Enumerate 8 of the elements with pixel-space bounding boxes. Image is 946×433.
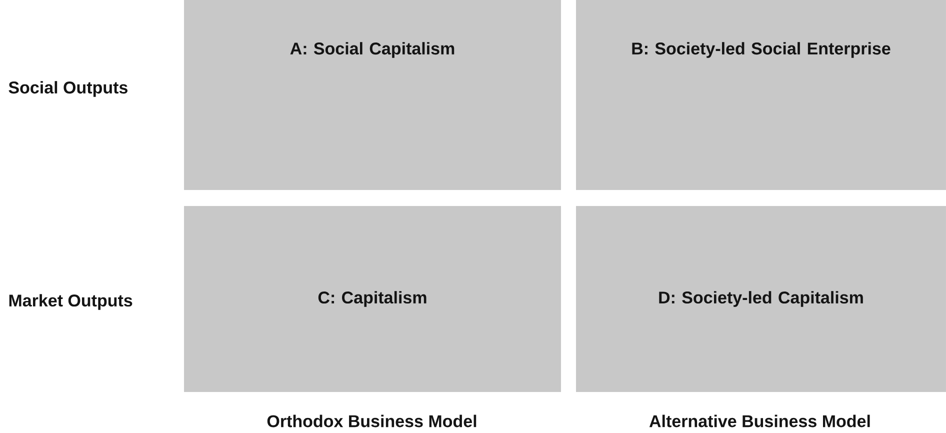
axis-label: Market Outputs: [9, 294, 132, 310]
quadrant-box: C: Capitalism: [184, 206, 561, 392]
axis-label: Alternative Business Model: [649, 414, 870, 428]
quadrant-box: B: Society-led Social Enterprise: [576, 0, 946, 190]
quadrant-box: A: Social Capitalism: [184, 0, 561, 190]
quadrant-box: D: Society-led Capitalism: [576, 206, 946, 392]
axis-label: Social Outputs: [8, 81, 128, 97]
axis-label: Orthodox Business Model: [267, 414, 476, 428]
